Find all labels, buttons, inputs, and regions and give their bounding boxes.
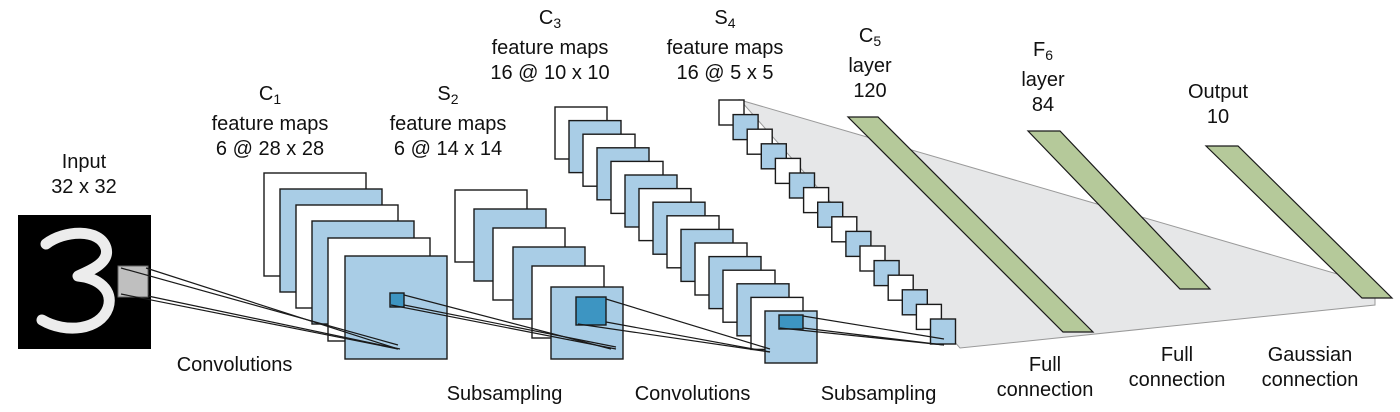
c5-label-line2: layer xyxy=(848,55,892,77)
step-full-connection-2-line2: connection xyxy=(1128,369,1226,391)
c3-label-sub: 3 xyxy=(553,15,562,31)
step-subsampling-1: Subsampling xyxy=(446,383,563,405)
input-label-line1: Input xyxy=(61,151,107,173)
step-full-connection-1-line2: connection xyxy=(996,379,1094,401)
c1-label-line3: 6 @ 28 x 28 xyxy=(215,138,325,160)
c5-layer xyxy=(846,116,1095,333)
step-full-connection-2-line1: Full xyxy=(1160,344,1194,366)
f6-layer xyxy=(1026,130,1212,290)
c1-label-line2: feature maps xyxy=(211,113,329,135)
c3-label-line3: 16 @ 10 x 10 xyxy=(490,62,610,84)
output-layer xyxy=(1204,145,1394,299)
s4-maps xyxy=(718,99,957,345)
c1-kernel xyxy=(389,292,405,308)
s2-kernel xyxy=(575,296,607,326)
digit-three xyxy=(36,227,115,334)
f6-label-line3: 84 xyxy=(1031,94,1055,116)
step-gaussian-connection-line2: connection xyxy=(1261,369,1359,391)
f6-label: F6 layer 84 xyxy=(993,38,1093,118)
s4-label-line3: 16 @ 5 x 5 xyxy=(676,62,774,84)
c5-label: C5 layer 120 xyxy=(820,24,920,104)
s2-label-line2: feature maps xyxy=(389,113,507,135)
s2-label-sub: 2 xyxy=(450,91,459,107)
c3-label: C3 feature maps 16 @ 10 x 10 xyxy=(470,6,630,86)
s4-map xyxy=(929,318,957,345)
c3-kernel xyxy=(778,314,804,330)
s2-label-line3: 6 @ 14 x 14 xyxy=(393,138,503,160)
s4-label: S4 feature maps 16 @ 5 x 5 xyxy=(645,6,805,86)
step-convolutions-1: Convolutions xyxy=(176,354,293,376)
output-label-line1: Output xyxy=(1187,81,1249,103)
c3-map xyxy=(764,310,818,364)
step-full-connection-1: Full connection xyxy=(990,353,1100,403)
c1-label-sub: 1 xyxy=(273,91,282,107)
c1-label: C1 feature maps 6 @ 28 x 28 xyxy=(190,82,350,162)
s4-label-letter: S xyxy=(714,7,728,29)
c5-label-letter: C xyxy=(858,25,874,47)
input-image xyxy=(18,215,151,349)
c3-maps xyxy=(554,106,818,364)
s4-label-sub: 4 xyxy=(727,15,736,31)
step-gaussian-connection: Gaussian connection xyxy=(1245,343,1375,393)
s4-label-line2: feature maps xyxy=(666,37,784,59)
c1-label-letter: C xyxy=(258,83,274,105)
step-subsampling-2: Subsampling xyxy=(820,383,937,405)
receptive-field xyxy=(117,265,149,298)
output-label: Output 10 xyxy=(1168,80,1268,130)
step-convolutions-2: Convolutions xyxy=(634,383,751,405)
c3-label-letter: C xyxy=(538,7,554,29)
input-label-line2: 32 x 32 xyxy=(51,176,117,198)
f6-label-letter: F xyxy=(1032,39,1046,61)
c5-label-line3: 120 xyxy=(853,80,887,102)
step-gaussian-connection-line1: Gaussian xyxy=(1267,344,1353,366)
c5-label-sub: 5 xyxy=(873,33,882,49)
c1-maps xyxy=(263,172,448,360)
step-full-connection-2: Full connection xyxy=(1117,343,1237,393)
s2-label-letter: S xyxy=(437,83,451,105)
step-full-connection-1-line1: Full xyxy=(1028,354,1062,376)
output-label-line2: 10 xyxy=(1206,106,1230,128)
s2-label: S2 feature maps 6 @ 14 x 14 xyxy=(368,82,528,162)
c3-label-line2: feature maps xyxy=(491,37,609,59)
input-label: Input 32 x 32 xyxy=(24,150,144,200)
projection-lines xyxy=(120,267,945,353)
f6-label-line2: layer xyxy=(1021,69,1065,91)
f6-label-sub: 6 xyxy=(1045,47,1053,63)
